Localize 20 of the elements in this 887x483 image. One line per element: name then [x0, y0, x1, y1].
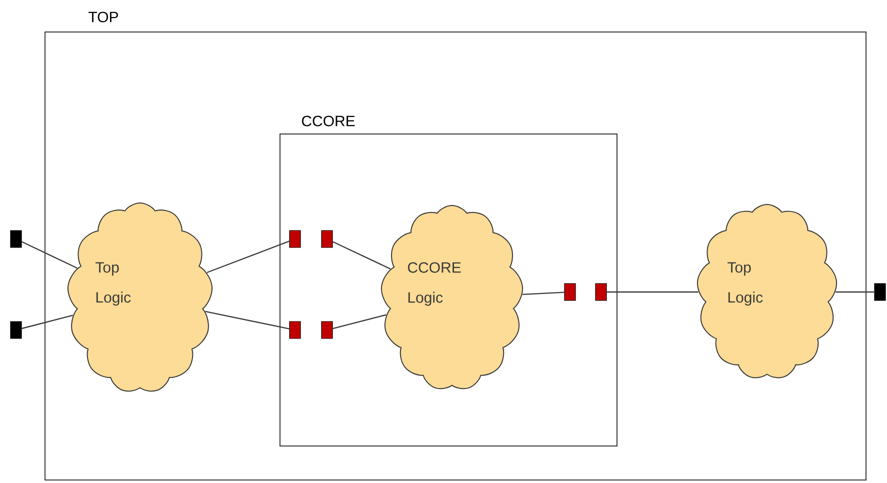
- connector-line: [22, 241, 78, 269]
- connector-line: [606, 291, 698, 293]
- connector-line: [522, 292, 564, 296]
- port-square: [289, 230, 301, 248]
- port-square: [564, 283, 576, 301]
- port-square: [10, 230, 22, 248]
- node-label: CCORE: [302, 116, 355, 126]
- connector-line: [206, 240, 290, 274]
- connector-line: [332, 314, 386, 330]
- connector-line: [205, 310, 290, 330]
- node-label: TOP: [88, 12, 118, 22]
- connector-line: [332, 241, 391, 270]
- connector-line: [22, 314, 73, 330]
- port-square: [321, 230, 333, 248]
- port-square: [289, 321, 301, 339]
- port-square: [874, 283, 886, 301]
- connector-line: [836, 291, 874, 293]
- port-square: [595, 283, 607, 301]
- port-square: [10, 321, 22, 339]
- port-square: [321, 321, 333, 339]
